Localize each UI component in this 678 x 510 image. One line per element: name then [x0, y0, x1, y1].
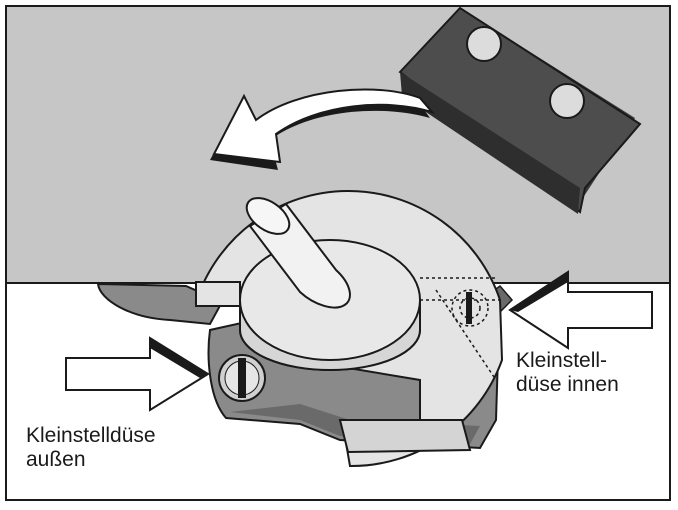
block-hole-2	[550, 84, 584, 118]
slotted-screw-icon	[219, 355, 265, 401]
label-outer-line-2: außen	[26, 448, 156, 472]
label-inner-idle-jet: Kleinstell- düse innen	[516, 349, 619, 397]
label-inner-line-1: Kleinstell-	[516, 349, 619, 373]
label-outer-line-1: Kleinstelldüse	[26, 424, 156, 448]
slotted-screw-icon	[466, 292, 472, 324]
label-outer-idle-jet: Kleinstelldüse außen	[26, 424, 156, 472]
label-inner-line-2: düse innen	[516, 373, 619, 397]
block-hole-1	[467, 27, 501, 61]
